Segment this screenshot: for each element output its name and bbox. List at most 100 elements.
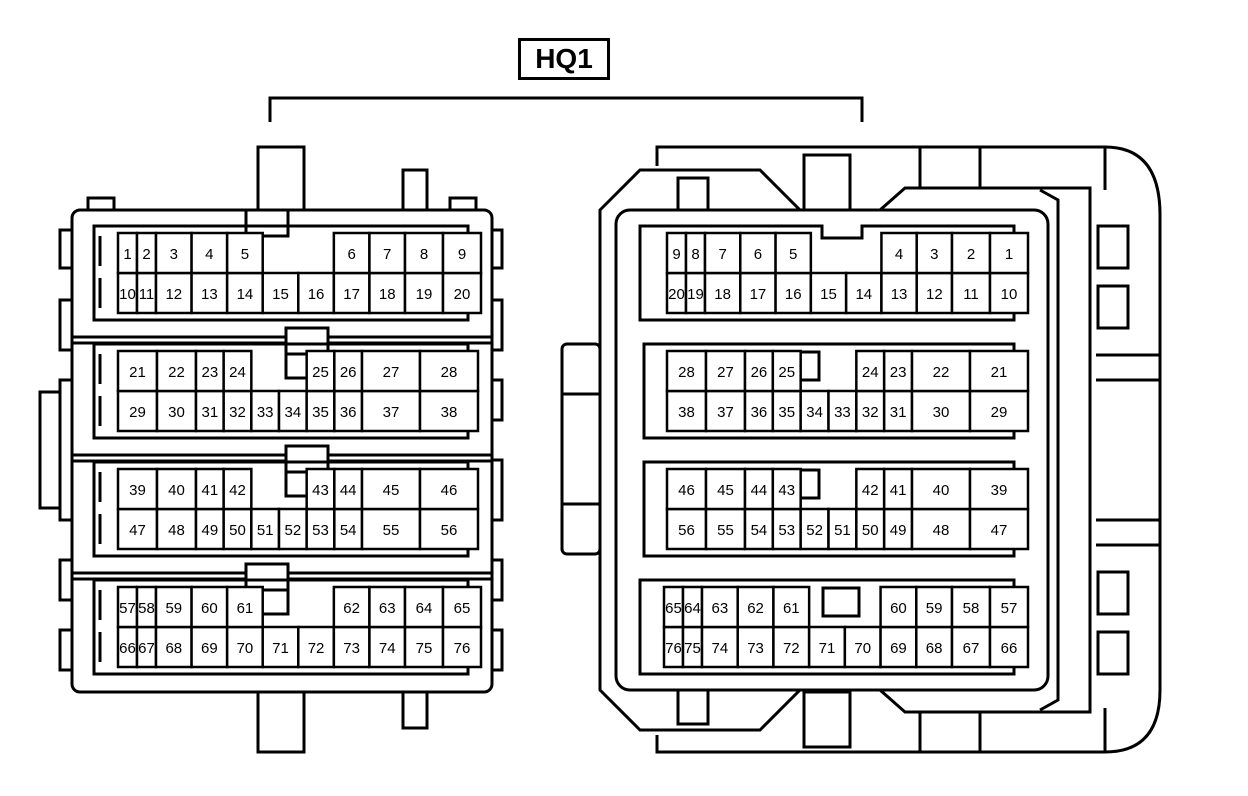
- left-pin-number: 54: [340, 522, 357, 539]
- right-pin-number: 64: [684, 600, 701, 617]
- right-pin-number: 5: [789, 246, 797, 263]
- right-pin-number: 12: [926, 286, 943, 303]
- right-pin-number: 66: [1001, 640, 1018, 657]
- right-pin-cell: [771, 467, 802, 511]
- left-pin-number: 55: [383, 522, 400, 539]
- left-pin-number: 8: [420, 246, 428, 263]
- left-pin-number: 61: [237, 600, 254, 617]
- left-pin-cell: [222, 349, 253, 393]
- right-pin-number: 53: [778, 522, 795, 539]
- left-pin-cell: [116, 349, 159, 393]
- right-pin-number: 61: [783, 600, 800, 617]
- left-pin-number: 3: [170, 246, 178, 263]
- left-pin-number: 17: [343, 286, 360, 303]
- left-connector-body: [38, 145, 504, 754]
- right-pin-number: 24: [862, 364, 879, 381]
- left-pin-number: 62: [343, 600, 360, 617]
- right-pin-cell: [950, 625, 992, 669]
- left-pin-number: 11: [139, 286, 155, 303]
- left-pin-cell: [360, 507, 422, 551]
- right-pin-cell: [743, 467, 775, 511]
- right-pin-number: 54: [751, 522, 768, 539]
- left-pin-number: 10: [119, 286, 136, 303]
- right-pin-number: 37: [717, 404, 734, 421]
- left-pin-number: 37: [383, 404, 400, 421]
- right-pin-number: 48: [933, 522, 950, 539]
- right-pin-number: 45: [717, 482, 734, 499]
- right-pin-number: 71: [819, 640, 836, 657]
- left-pin-number: 59: [165, 600, 182, 617]
- left-pin-number: 18: [379, 286, 396, 303]
- left-pin-number: 39: [129, 482, 146, 499]
- right-pin-number: 60: [890, 600, 907, 617]
- left-pin-cell: [250, 507, 281, 551]
- left-pin-number: 25: [312, 364, 329, 381]
- right-pin-number: 69: [890, 640, 907, 657]
- left-pin-number: 33: [257, 404, 274, 421]
- right-pin-number: 65: [665, 600, 682, 617]
- left-pin-number: 69: [201, 640, 218, 657]
- right-pin-cell: [950, 585, 992, 629]
- right-pin-number: 75: [684, 640, 701, 657]
- left-pin-cell: [261, 271, 300, 315]
- left-pin-number: 73: [343, 640, 360, 657]
- left-pin-cell: [418, 389, 480, 433]
- right-pin-number: 28: [678, 364, 695, 381]
- right-pin-number: 17: [750, 286, 767, 303]
- right-pin-cell: [743, 389, 775, 433]
- left-pin-number: 67: [138, 640, 155, 657]
- left-pin-number: 58: [138, 600, 155, 617]
- right-pin-number: 42: [862, 482, 879, 499]
- left-pin-number: 48: [168, 522, 185, 539]
- left-pin-number: 5: [241, 246, 249, 263]
- left-pin-cell: [116, 507, 159, 551]
- connector-label: HQ1: [518, 38, 610, 80]
- left-pin-number: 45: [383, 482, 400, 499]
- right-pin-number: 50: [862, 522, 879, 539]
- right-pin-number: 51: [834, 522, 851, 539]
- left-pin-cell: [225, 231, 264, 275]
- left-pin-number: 21: [129, 364, 146, 381]
- right-pin-cell: [968, 467, 1030, 511]
- left-pin-number: 63: [379, 600, 396, 617]
- right-pin-number: 57: [1001, 600, 1018, 617]
- left-pin-number: 57: [119, 600, 136, 617]
- left-pin-cell: [368, 231, 407, 275]
- left-pin-number: 72: [308, 640, 325, 657]
- left-pin-number: 43: [312, 482, 329, 499]
- left-pin-cell: [441, 585, 483, 629]
- left-pin-cell: [154, 625, 193, 669]
- right-pin-number: 25: [778, 364, 795, 381]
- left-pin-cell: [190, 271, 229, 315]
- left-pin-number: 12: [165, 286, 182, 303]
- left-pin-number: 71: [272, 640, 289, 657]
- right-pin-cell: [910, 467, 972, 511]
- left-pin-number: 14: [237, 286, 254, 303]
- left-pin-cell: [441, 625, 483, 669]
- left-pin-cell: [155, 349, 198, 393]
- left-pin-number: 15: [272, 286, 289, 303]
- left-pin-number: 49: [201, 522, 218, 539]
- left-pin-cell: [225, 585, 264, 629]
- right-pin-cell: [968, 349, 1030, 393]
- right-pin-number: 14: [855, 286, 872, 303]
- left-pin-number: 44: [340, 482, 357, 499]
- left-pin-number: 42: [229, 482, 246, 499]
- left-pin-cell: [225, 625, 264, 669]
- right-pin-number: 49: [890, 522, 907, 539]
- left-pin-number: 50: [229, 522, 246, 539]
- right-pin-number: 72: [783, 640, 800, 657]
- right-pin-number: 47: [991, 522, 1008, 539]
- left-pin-cell: [418, 507, 480, 551]
- left-pin-cell: [360, 349, 422, 393]
- right-pin-cell: [988, 625, 1030, 669]
- right-pin-cell: [880, 271, 918, 315]
- left-pin-number: 60: [201, 600, 218, 617]
- right-pin-cell: [988, 585, 1030, 629]
- right-pin-number: 38: [678, 404, 695, 421]
- left-pin-number: 36: [340, 404, 357, 421]
- left-pin-number: 38: [441, 404, 458, 421]
- right-pin-cell: [799, 389, 830, 433]
- left-pin-number: 34: [284, 404, 301, 421]
- left-pin-number: 19: [416, 286, 433, 303]
